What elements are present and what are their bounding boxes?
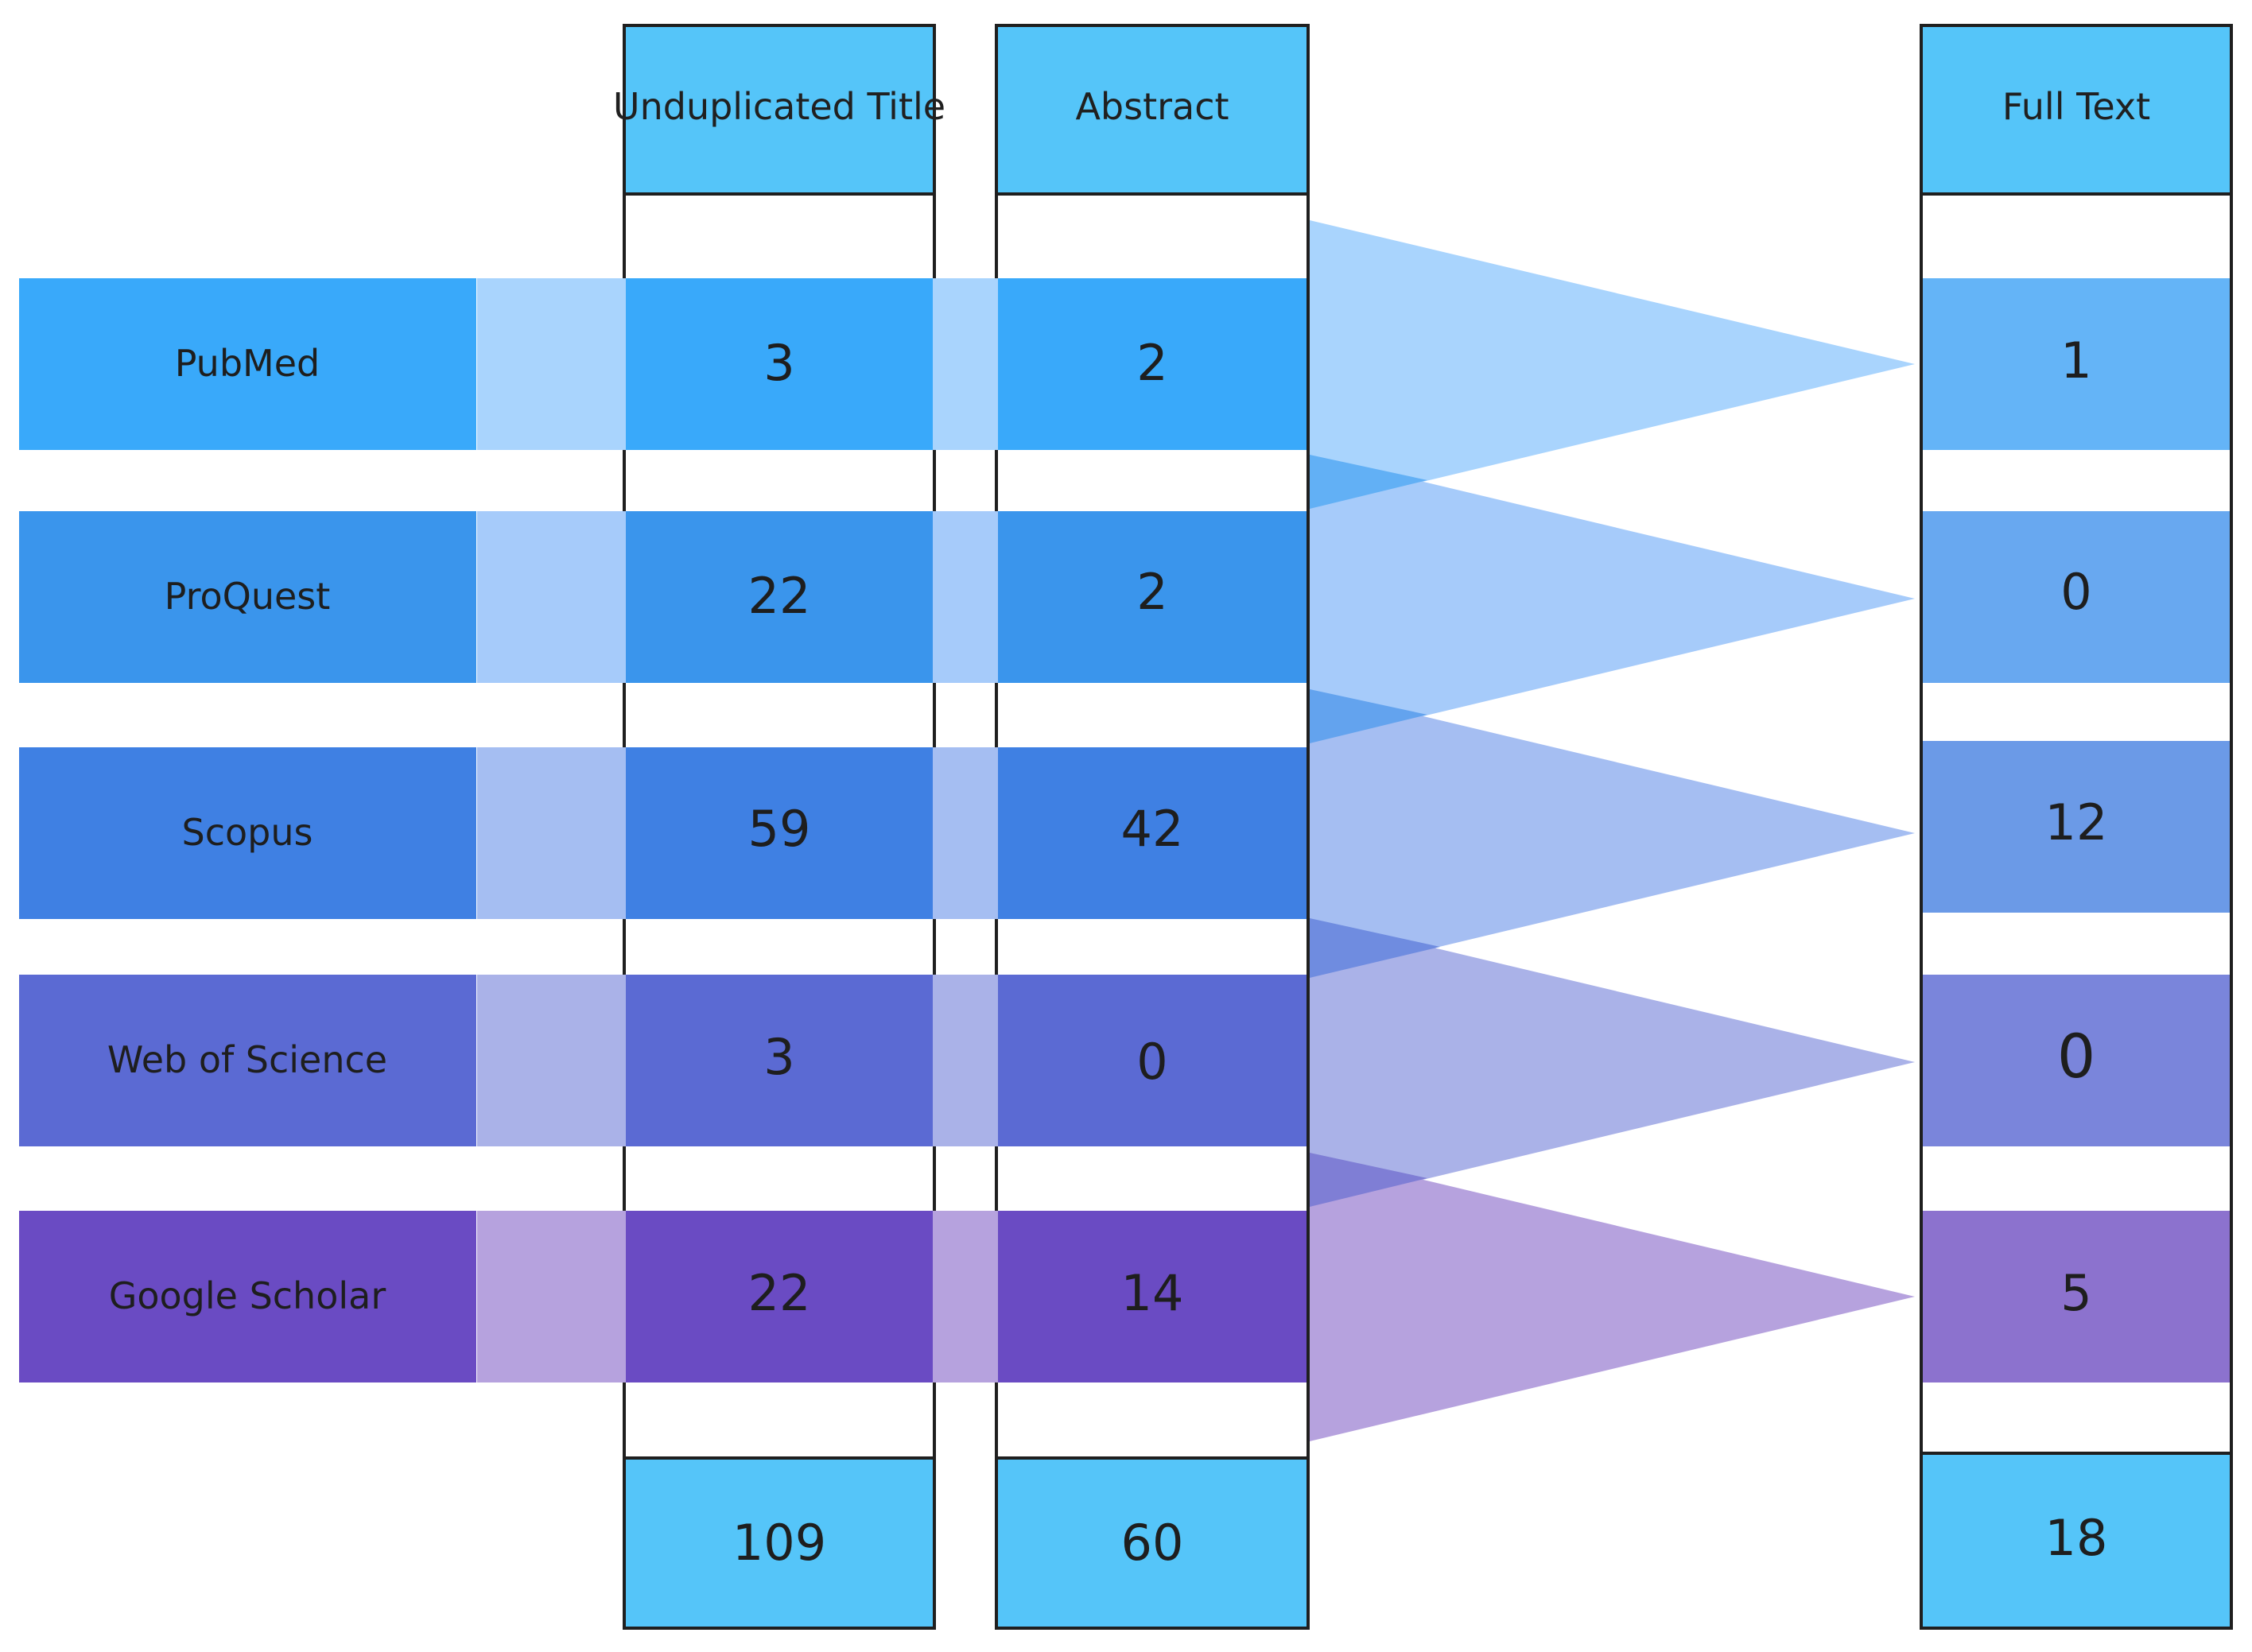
funnel-gscholar bbox=[1310, 1153, 1915, 1441]
abstract-cells bbox=[998, 278, 1307, 1382]
total-fulltext-box bbox=[1920, 1452, 2233, 1630]
abstract-value-wos: 0 bbox=[1136, 1033, 1167, 1091]
source-box-proquest bbox=[19, 511, 476, 683]
fulltext-value-gscholar: 5 bbox=[2060, 1264, 2091, 1322]
abstract-value-proquest: 2 bbox=[1136, 563, 1167, 621]
fulltext-cells bbox=[1923, 278, 2230, 1382]
title-value-pubmed: 3 bbox=[763, 334, 794, 392]
header-abstract-box bbox=[995, 24, 1310, 196]
abstract-value-gscholar: 14 bbox=[1121, 1264, 1184, 1322]
abstract-value-scopus: 42 bbox=[1121, 800, 1184, 858]
title-value-gscholar: 22 bbox=[748, 1264, 811, 1322]
total-abstract-box bbox=[995, 1456, 1310, 1630]
fulltext-value-wos: 0 bbox=[2057, 1021, 2095, 1092]
funnel-pubmed bbox=[1310, 220, 1915, 509]
source-boxes bbox=[19, 278, 476, 1382]
total-fulltext-value: 18 bbox=[2045, 1509, 2108, 1567]
total-title-value: 109 bbox=[732, 1514, 826, 1572]
abstract-cell-scopus bbox=[998, 747, 1307, 919]
title-cell-gscholar bbox=[626, 1211, 933, 1382]
fulltext-cell-pubmed bbox=[1923, 278, 2230, 450]
source-box-wos bbox=[19, 975, 476, 1146]
source-label-scopus: Scopus bbox=[182, 811, 313, 854]
title-cell-scopus bbox=[626, 747, 933, 919]
abstract-cell-proquest bbox=[998, 511, 1307, 683]
source-label-proquest: ProQuest bbox=[165, 575, 331, 618]
fulltext-value-scopus: 12 bbox=[2045, 793, 2108, 851]
fulltext-cell-gscholar bbox=[1923, 1211, 2230, 1382]
source-label-gscholar: Google Scholar bbox=[109, 1274, 386, 1317]
abstract-value-pubmed: 2 bbox=[1136, 334, 1167, 392]
source-box-gscholar bbox=[19, 1211, 476, 1382]
fulltext-cell-wos bbox=[1923, 975, 2230, 1146]
fulltext-cell-scopus bbox=[1923, 741, 2230, 913]
funnel-proquest bbox=[1310, 455, 1915, 743]
total-title-box bbox=[623, 1456, 936, 1630]
fulltext-value-pubmed: 1 bbox=[2060, 332, 2091, 390]
fulltext-value-proquest: 0 bbox=[2060, 563, 2091, 621]
title-cells bbox=[626, 278, 933, 1382]
header-fulltext: Full Text bbox=[2002, 85, 2150, 128]
title-value-proquest: 22 bbox=[748, 567, 811, 625]
funnel-wos bbox=[1310, 918, 1915, 1207]
funnel-overlap-1 bbox=[1310, 455, 1427, 509]
source-label-wos: Web of Science bbox=[107, 1038, 387, 1081]
source-label-pubmed: PubMed bbox=[175, 342, 320, 385]
source-box-scopus bbox=[19, 747, 476, 919]
header-abstract: Abstract bbox=[1075, 85, 1229, 128]
header-fulltext-box bbox=[1920, 24, 2233, 196]
funnel-overlap-2 bbox=[1310, 689, 1427, 743]
funnel-scopus bbox=[1310, 689, 1915, 978]
abstract-cell-wos bbox=[998, 975, 1307, 1146]
abstract-cell-gscholar bbox=[998, 1211, 1307, 1382]
total-abstract-value: 60 bbox=[1121, 1514, 1184, 1572]
title-cell-pubmed bbox=[626, 278, 933, 450]
abstract-cell-pubmed bbox=[998, 278, 1307, 450]
title-cell-proquest bbox=[626, 511, 933, 683]
title-value-wos: 3 bbox=[763, 1028, 794, 1086]
funnel-overlap-3 bbox=[1310, 918, 1440, 978]
funnel-triangles bbox=[1310, 220, 1915, 1441]
funnel-overlap-4 bbox=[1310, 1153, 1427, 1207]
header-title-box bbox=[623, 24, 936, 196]
title-value-scopus: 59 bbox=[748, 800, 811, 858]
source-box-pubmed bbox=[19, 278, 476, 450]
title-cell-wos bbox=[626, 975, 933, 1146]
header-title: Unduplicated Title bbox=[613, 85, 945, 128]
fulltext-cell-proquest bbox=[1923, 511, 2230, 683]
